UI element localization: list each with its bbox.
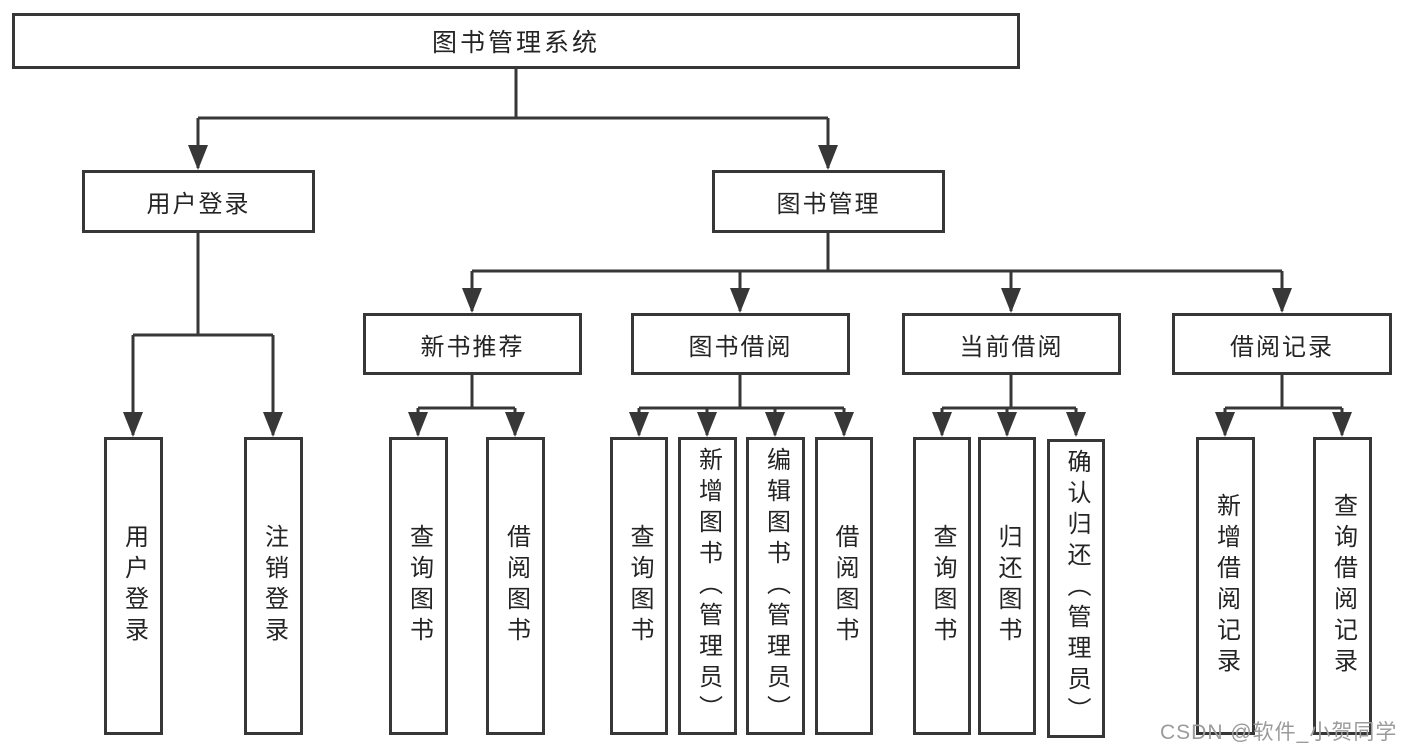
node-current-borrowing: 当前借阅 bbox=[902, 313, 1121, 375]
leaf-borrow-books-borrowing-label: 借阅图书 bbox=[831, 524, 858, 648]
leaf-add-books-admin: 新增图书（管理员） bbox=[678, 437, 737, 735]
node-borrowing-records: 借阅记录 bbox=[1172, 313, 1392, 375]
leaf-borrow-books-recommend: 借阅图书 bbox=[486, 437, 545, 735]
leaf-borrow-books-borrowing: 借阅图书 bbox=[815, 437, 873, 735]
node-book-management: 图书管理 bbox=[712, 170, 945, 233]
leaf-query-books-current-label: 查询图书 bbox=[929, 524, 956, 648]
node-new-book-recommendation: 新书推荐 bbox=[363, 313, 582, 375]
leaf-edit-books-admin: 编辑图书（管理员） bbox=[746, 437, 805, 735]
node-library-management-system: 图书管理系统 bbox=[12, 13, 1020, 69]
leaf-query-borrow-record-label: 查询借阅记录 bbox=[1329, 493, 1357, 679]
leaf-query-books-borrowing-label: 查询图书 bbox=[626, 524, 653, 648]
leaf-add-borrow-record: 新增借阅记录 bbox=[1196, 437, 1255, 735]
leaf-query-books-borrowing: 查询图书 bbox=[610, 437, 668, 735]
leaf-return-books-label: 归还图书 bbox=[994, 524, 1021, 648]
leaf-logout-label: 注销登录 bbox=[260, 524, 288, 648]
leaf-add-borrow-record-label: 新增借阅记录 bbox=[1212, 493, 1240, 679]
watermark: CSDN @软件_小贺同学 bbox=[1160, 721, 1398, 744]
leaf-add-books-admin-label: 新增图书（管理员） bbox=[694, 446, 722, 726]
leaf-return-books: 归还图书 bbox=[978, 437, 1036, 735]
leaf-user-login: 用户登录 bbox=[104, 437, 163, 735]
leaf-query-borrow-record: 查询借阅记录 bbox=[1313, 437, 1372, 735]
leaf-borrow-books-recommend-label: 借阅图书 bbox=[502, 524, 530, 648]
leaf-query-books-recommend: 查询图书 bbox=[389, 437, 448, 735]
leaf-user-login-label: 用户登录 bbox=[120, 524, 148, 648]
leaf-query-books-recommend-label: 查询图书 bbox=[405, 524, 433, 648]
leaf-confirm-return-admin: 确认归还（管理员） bbox=[1047, 439, 1105, 738]
node-book-borrowing: 图书借阅 bbox=[631, 313, 850, 375]
node-user-login: 用户登录 bbox=[82, 170, 315, 233]
leaf-logout: 注销登录 bbox=[244, 437, 303, 735]
leaf-confirm-return-admin-label: 确认归还（管理员） bbox=[1063, 449, 1090, 728]
leaf-edit-books-admin-label: 编辑图书（管理员） bbox=[762, 446, 790, 726]
leaf-query-books-current: 查询图书 bbox=[913, 437, 971, 735]
